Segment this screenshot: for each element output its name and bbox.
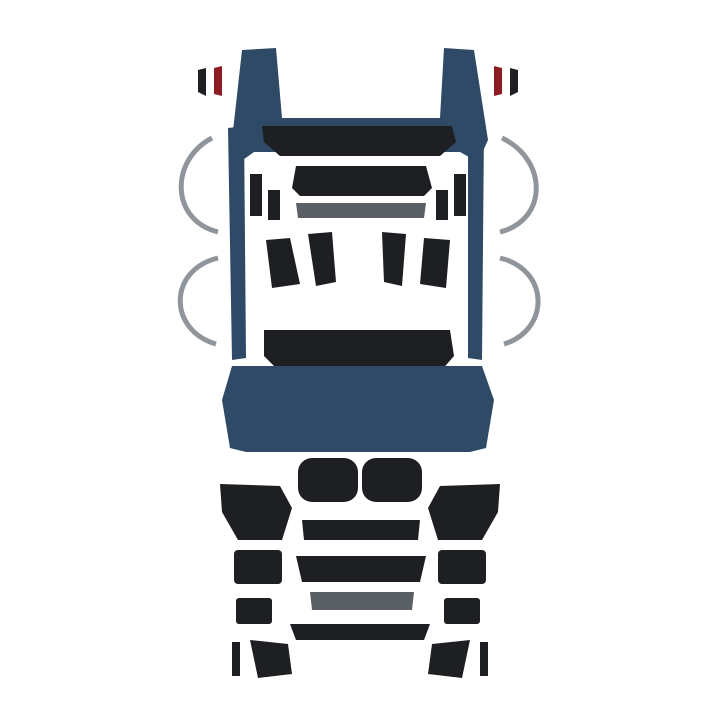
- rear-diffuser: [262, 126, 456, 156]
- air-intake-frames: [220, 484, 500, 624]
- lower-grille: [302, 520, 420, 540]
- undertray-strip: [296, 203, 426, 218]
- lower-splitter: [290, 624, 430, 640]
- front-bumper: [222, 366, 494, 452]
- rear-reflectors: [198, 66, 518, 96]
- fender-flares: [177, 135, 541, 347]
- chin-strip: [310, 592, 414, 610]
- lower-intake: [296, 556, 426, 582]
- exhaust-panel: [292, 166, 432, 196]
- kidney-grille: [298, 458, 422, 502]
- side-skirts: [228, 126, 484, 360]
- brackets: [250, 174, 466, 288]
- front-bumper-support: [264, 330, 454, 372]
- fog-light-trims: [232, 640, 488, 678]
